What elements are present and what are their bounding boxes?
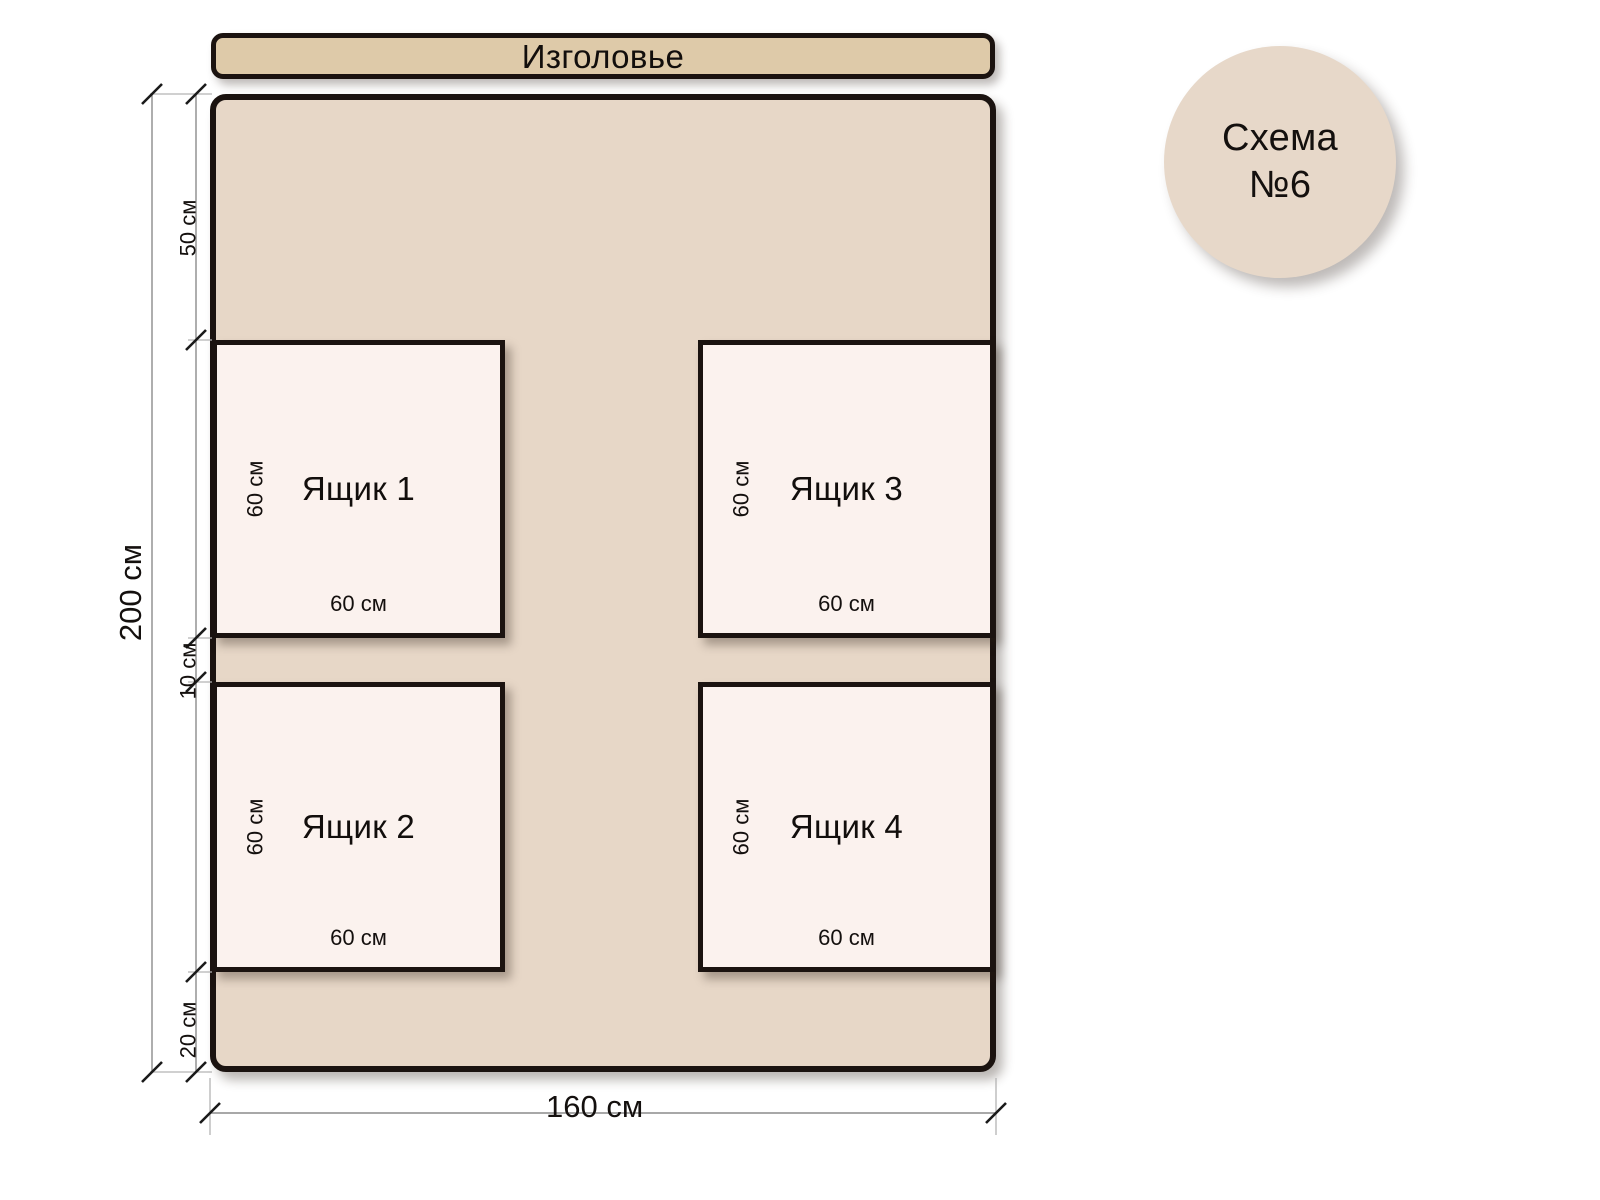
dim-bottom-margin-label: 20 см [175, 1001, 201, 1059]
drawer-2-width-label: 60 см [330, 925, 387, 950]
headboard-label: Изголовье [521, 37, 685, 75]
scheme-badge-line2: №6 [1248, 164, 1312, 206]
drawer-4[interactable]: 60 см Ящик 4 60 см [698, 682, 995, 972]
scheme-badge: Схема №6 [1164, 46, 1396, 278]
scheme-badge-line1: Схема [1222, 117, 1338, 160]
dim-top-gap-label: 50 см [175, 199, 201, 257]
drawer-1-width-label: 60 см [330, 591, 387, 616]
headboard-block: Изголовье [211, 33, 995, 79]
drawer-4-width-label: 60 см [818, 925, 875, 950]
dim-gap-between-rows-label: 10 см [175, 642, 201, 700]
overall-height-label: 200 см [113, 543, 149, 642]
overall-width-label: 160 см [546, 1089, 644, 1124]
drawer-3-width-label: 60 см [818, 591, 875, 616]
